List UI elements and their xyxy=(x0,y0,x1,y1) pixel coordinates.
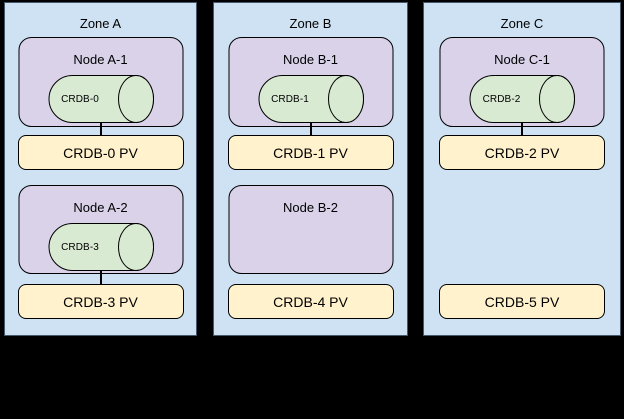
node-a-1-label: Node A-1 xyxy=(73,52,128,67)
zone-a: Zone A Node A-1 CRDB-0 CRDB-0 PV Node A-… xyxy=(4,2,197,336)
connector-line xyxy=(99,270,102,284)
zone-b-title: Zone B xyxy=(289,16,332,31)
node-b-2: Node B-2 xyxy=(228,185,393,274)
node-c-1-label: Node C-1 xyxy=(494,52,550,67)
node-b-1-label: Node B-1 xyxy=(283,52,338,67)
node-a-1: Node A-1 CRDB-0 xyxy=(18,37,183,127)
crdb-2-label: CRDB-2 xyxy=(482,93,521,105)
crdb-3-cylinder: CRDB-3 xyxy=(48,223,154,271)
node-a-2: Node A-2 CRDB-3 xyxy=(18,185,183,274)
zone-b: Zone B Node B-1 CRDB-1 CRDB-1 PV Node B-… xyxy=(213,2,408,336)
connector-line xyxy=(521,123,523,135)
pv-crdb-4-label: CRDB-4 PV xyxy=(273,293,348,310)
pv-crdb-2: CRDB-2 PV xyxy=(439,135,605,170)
pv-crdb-5: CRDB-5 PV xyxy=(439,284,605,319)
database-cylinder-icon xyxy=(258,75,364,123)
pv-crdb-2-label: CRDB-2 PV xyxy=(484,144,560,161)
zone-c-title: Zone C xyxy=(500,16,544,31)
pv-crdb-3: CRDB-3 PV xyxy=(17,284,184,319)
crdb-3-label: CRDB-3 xyxy=(61,241,99,253)
crdb-0-cylinder: CRDB-0 xyxy=(48,75,154,123)
crdb-1-label: CRDB-1 xyxy=(271,93,309,105)
node-b-2-label: Node B-2 xyxy=(283,200,338,215)
pv-crdb-1: CRDB-1 PV xyxy=(227,135,394,170)
zone-a-title: Zone A xyxy=(79,16,122,31)
pv-crdb-1-label: CRDB-1 PV xyxy=(273,144,348,161)
pv-crdb-4: CRDB-4 PV xyxy=(227,284,394,319)
crdb-2-cylinder: CRDB-2 xyxy=(469,75,576,123)
database-cylinder-icon xyxy=(48,223,154,271)
node-c-1: Node C-1 CRDB-2 xyxy=(439,37,605,127)
database-cylinder-icon xyxy=(469,75,575,123)
connector-line xyxy=(99,123,102,135)
pv-crdb-0-label: CRDB-0 PV xyxy=(63,144,138,161)
database-cylinder-icon xyxy=(48,75,154,123)
zone-c: Zone C Node C-1 CRDB-2 CRDB-2 PV CRDB-5 … xyxy=(423,2,621,336)
connector-line xyxy=(309,123,312,135)
pv-crdb-3-label: CRDB-3 PV xyxy=(63,293,138,310)
pv-crdb-0: CRDB-0 PV xyxy=(17,135,184,170)
node-b-1: Node B-1 CRDB-1 xyxy=(228,37,393,127)
node-a-2-label: Node A-2 xyxy=(73,200,128,215)
crdb-0-label: CRDB-0 xyxy=(61,93,99,105)
crdb-1-cylinder: CRDB-1 xyxy=(258,75,364,123)
pv-crdb-5-label: CRDB-5 PV xyxy=(484,293,560,310)
